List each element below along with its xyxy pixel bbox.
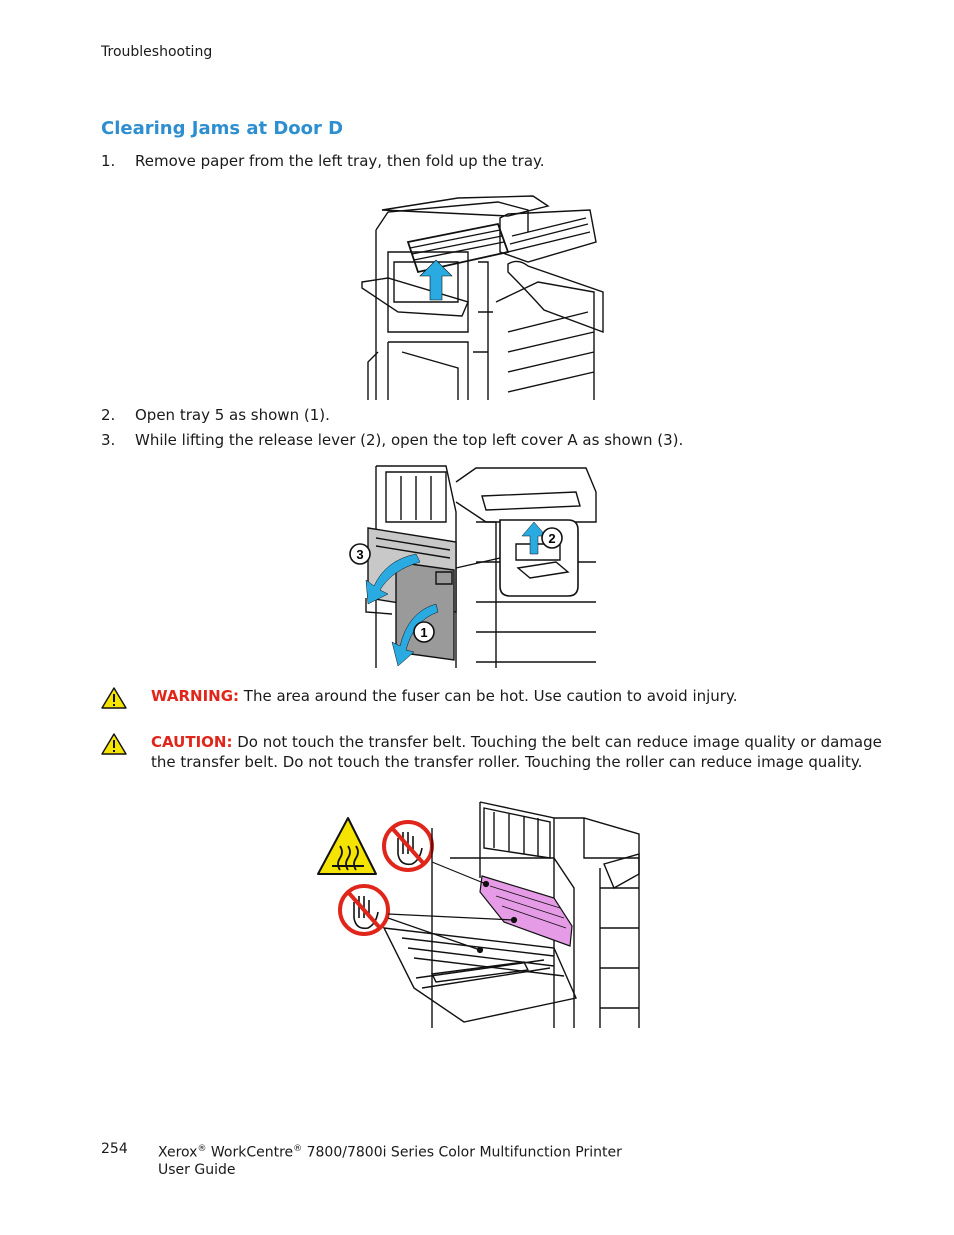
fuser-highlight xyxy=(479,875,573,947)
caution-body: CAUTION: Do not touch the transfer belt.… xyxy=(151,732,891,772)
callout-3-label: 3 xyxy=(356,547,363,562)
registered-mark: ® xyxy=(197,1144,207,1154)
footer-product: Xerox® WorkCentre® 7800/7800i Series Col… xyxy=(158,1141,622,1179)
caution-notice: CAUTION: Do not touch the transfer belt.… xyxy=(101,732,891,774)
caution-text: Do not touch the transfer belt. Touching… xyxy=(151,733,882,771)
caution-triangle-icon xyxy=(101,733,127,755)
page-number: 254 xyxy=(101,1141,128,1157)
figure-fuser-transfer-belt xyxy=(317,801,640,1028)
step-text: Open tray 5 as shown (1). xyxy=(135,406,330,424)
step-3: 3. While lifting the release lever (2), o… xyxy=(101,431,881,449)
callout-1: 1 xyxy=(413,621,435,643)
warning-notice: WARNING: The area around the fuser can b… xyxy=(101,686,891,709)
footer-guide: User Guide xyxy=(158,1161,236,1178)
step-2: 2. Open tray 5 as shown (1). xyxy=(101,406,881,424)
figure-remove-paper-left-tray xyxy=(361,195,604,400)
warning-label: WARNING: xyxy=(151,687,240,705)
callout-1-label: 1 xyxy=(420,625,427,640)
callout-2: 2 xyxy=(541,527,563,549)
warning-triangle-icon xyxy=(101,687,127,709)
running-head: Troubleshooting xyxy=(101,44,213,60)
callout-2-label: 2 xyxy=(548,531,555,546)
registered-mark: ® xyxy=(293,1144,303,1154)
do-not-touch-icon xyxy=(338,884,390,936)
step-number: 1. xyxy=(101,152,116,170)
section-title: Clearing Jams at Door D xyxy=(101,118,344,139)
footer-brand: Xerox xyxy=(158,1144,198,1161)
footer-product-name: WorkCentre xyxy=(206,1144,294,1161)
figure-open-tray5-cover-a: 1 2 3 xyxy=(349,465,597,668)
step-number: 2. xyxy=(101,406,116,424)
step-number: 3. xyxy=(101,431,116,449)
warning-body: WARNING: The area around the fuser can b… xyxy=(151,686,891,706)
warning-text: The area around the fuser can be hot. Us… xyxy=(239,687,738,705)
do-not-touch-icon xyxy=(382,820,434,872)
hot-surface-icon xyxy=(317,817,377,875)
step-text: Remove paper from the left tray, then fo… xyxy=(135,152,545,170)
step-text: While lifting the release lever (2), ope… xyxy=(135,431,684,449)
footer-model: 7800/7800i Series Color Multifunction Pr… xyxy=(302,1144,622,1161)
callout-3: 3 xyxy=(349,543,371,565)
step-1: 1. Remove paper from the left tray, then … xyxy=(101,152,881,170)
caution-label: CAUTION: xyxy=(151,733,233,751)
